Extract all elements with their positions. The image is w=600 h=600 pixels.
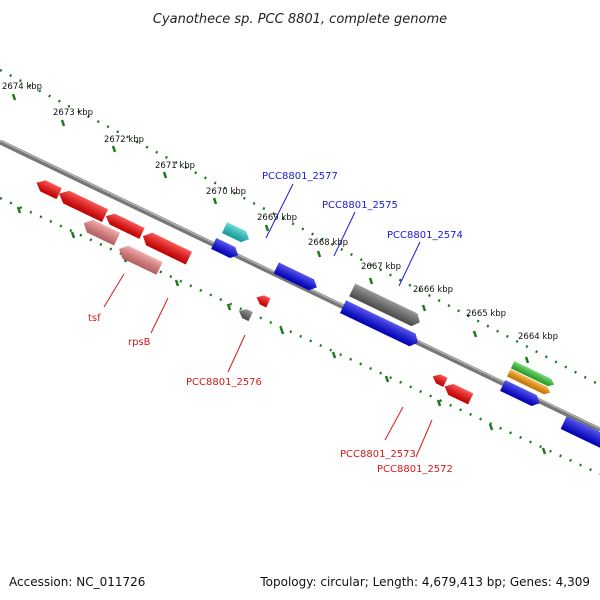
outer-major-ticks bbox=[11, 93, 530, 364]
kbp-label: 2666 kbp bbox=[413, 285, 453, 295]
gene-red-2[interactable] bbox=[34, 177, 62, 200]
gene-blue-3[interactable] bbox=[500, 380, 542, 409]
gene-red-4[interactable] bbox=[103, 211, 145, 239]
gene-label-2577: PCC8801_2577 bbox=[262, 171, 338, 182]
kbp-label: 2674 kbp bbox=[2, 82, 42, 92]
map-title: Cyanothece sp. PCC 8801, complete genome bbox=[153, 12, 447, 27]
kbp-label: 2664 kbp bbox=[518, 332, 558, 342]
gene-green-1[interactable] bbox=[510, 361, 556, 388]
gene-label-2574: PCC8801_2574 bbox=[387, 230, 463, 241]
kbp-label: 2672 kbp bbox=[104, 135, 144, 145]
gene-cyan-2577[interactable] bbox=[222, 222, 252, 245]
gene-red-2573[interactable] bbox=[431, 372, 448, 387]
kbp-label: 2667 kbp bbox=[361, 262, 401, 272]
gene-label-2575: PCC8801_2575 bbox=[322, 200, 398, 211]
inner-major-ticks bbox=[16, 206, 547, 455]
genome-summary-text: Topology: circular; Length: 4,679,413 bp… bbox=[259, 575, 590, 589]
gene-orange-1[interactable] bbox=[507, 369, 552, 396]
blue-leader-lines bbox=[265, 183, 421, 287]
gene-blue-2575[interactable] bbox=[273, 262, 320, 293]
gene-blue-1[interactable] bbox=[211, 238, 241, 261]
kbp-label: 2668 kbp bbox=[308, 238, 348, 248]
gene-label-rpsB: rpsB bbox=[128, 337, 151, 348]
kbp-label: 2670 kbp bbox=[206, 187, 246, 197]
genome-backbone bbox=[0, 139, 600, 433]
kbp-label: 2665 kbp bbox=[466, 309, 506, 319]
kbp-labels: 2674 kbp 2673 kbp 2672 kbp 2671 kbp 2670… bbox=[2, 82, 558, 342]
gene-pink-rpsB[interactable] bbox=[116, 243, 163, 275]
gene-red-small[interactable] bbox=[254, 293, 271, 308]
red-leader-lines bbox=[103, 273, 433, 458]
gene-red-5[interactable] bbox=[140, 230, 192, 265]
gene-blue-2[interactable] bbox=[340, 300, 421, 349]
gene-gray-2574[interactable] bbox=[349, 283, 423, 329]
gene-label-2576: PCC8801_2576 bbox=[186, 377, 262, 388]
gene-label-2572: PCC8801_2572 bbox=[377, 464, 453, 475]
gene-blue-4[interactable] bbox=[560, 416, 600, 461]
gene-pink-tsf[interactable] bbox=[81, 217, 121, 246]
accession-text: Accession: NC_011726 bbox=[9, 575, 145, 589]
kbp-label: 2671 kbp bbox=[155, 161, 195, 171]
gene-gray-2576[interactable] bbox=[237, 307, 253, 322]
gene-red-3[interactable] bbox=[56, 187, 109, 222]
inner-tick-ring bbox=[0, 196, 600, 476]
kbp-label: 2673 kbp bbox=[53, 108, 93, 118]
gene-label-tsf: tsf bbox=[88, 313, 101, 324]
kbp-label: 2669 kbp bbox=[257, 213, 297, 223]
gene-label-2573: PCC8801_2573 bbox=[340, 449, 416, 460]
gene-red-2572[interactable] bbox=[442, 381, 474, 405]
